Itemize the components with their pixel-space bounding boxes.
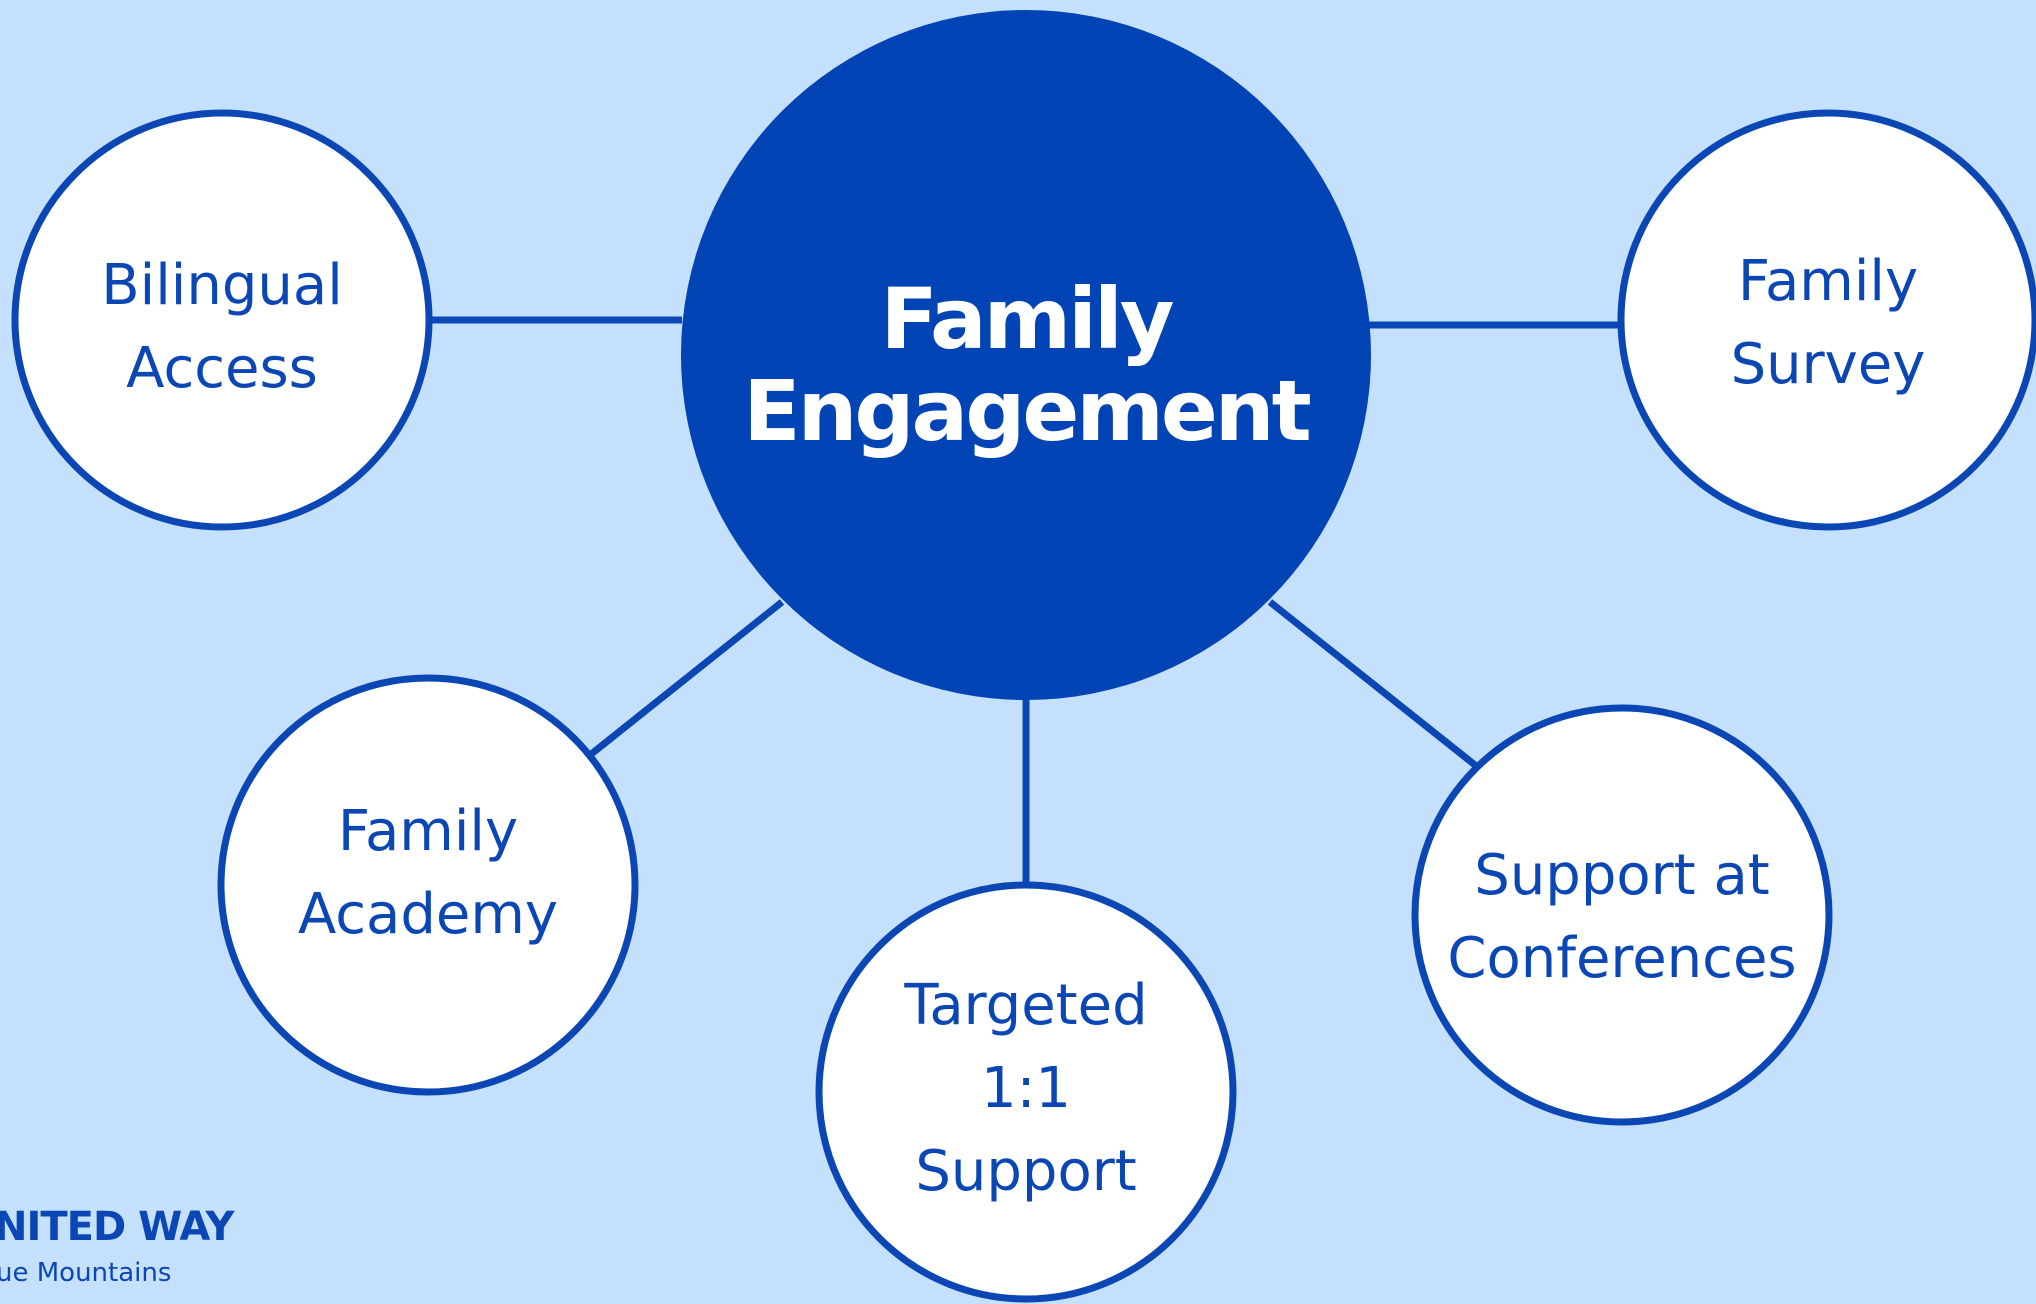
connector-family-academy — [587, 599, 785, 758]
center-label-line-2: Engagement — [743, 362, 1310, 460]
node-bilingual-access: Bilingual Access — [11, 109, 433, 531]
node-targeted-support-line-3: Support — [915, 1139, 1136, 1204]
center-node: Family Engagement — [681, 10, 1371, 700]
node-family-academy-line-1: Family — [338, 799, 518, 864]
logo-line-2: ue Mountains — [0, 1258, 171, 1288]
connector-support-at-conferences — [1267, 599, 1478, 768]
node-support-at-conferences-line-1: Support at — [1474, 843, 1769, 908]
node-support-at-conferences-line-2: Conferences — [1447, 926, 1796, 991]
node-targeted-support: Targeted 1:1 Support — [815, 881, 1237, 1303]
node-family-academy: Family Academy — [217, 674, 639, 1096]
node-targeted-support-line-1: Targeted — [903, 973, 1147, 1038]
node-family-academy-line-2: Academy — [298, 882, 558, 947]
center-label-line-1: Family — [880, 270, 1173, 368]
logo-line-1: NITED WAY — [0, 1204, 236, 1250]
united-way-logo: NITED WAY ue Mountains — [0, 1204, 237, 1288]
node-targeted-support-line-2: 1:1 — [981, 1056, 1071, 1121]
node-bilingual-access-line-2: Access — [126, 336, 318, 401]
node-family-survey-line-1: Family — [1738, 249, 1918, 314]
node-family-survey-line-2: Survey — [1731, 332, 1926, 397]
node-support-at-conferences: Support at Conferences — [1411, 704, 1833, 1126]
node-family-survey: Family Survey — [1617, 109, 2036, 531]
node-bilingual-access-line-1: Bilingual — [101, 253, 343, 318]
